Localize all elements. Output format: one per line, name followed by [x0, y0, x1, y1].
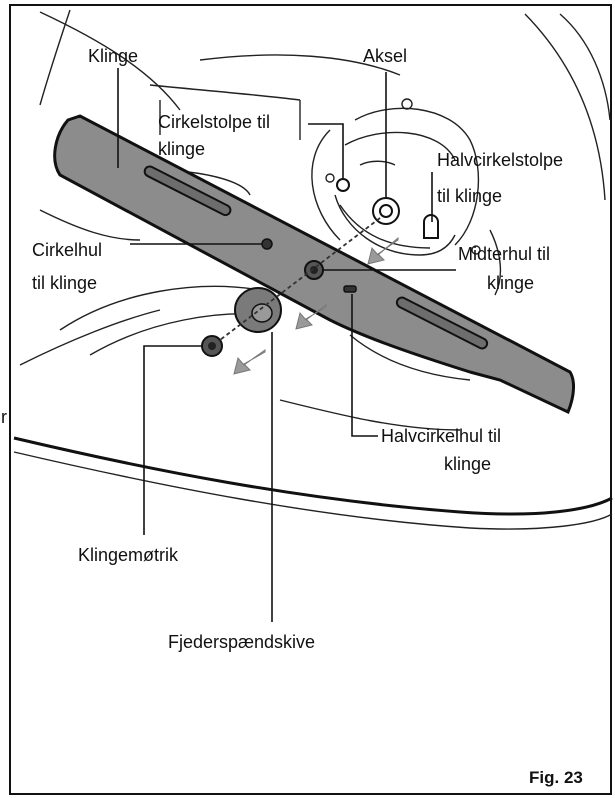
- label-klinge: Klinge: [88, 46, 138, 66]
- label-halvcirkelhul-1: Halvcirkelhul til: [381, 426, 501, 446]
- label-midterhul-1: Midterhul til: [458, 244, 550, 264]
- blade-half-circle-hole: [344, 286, 356, 292]
- label-cirkelhul-1: Cirkelhul: [32, 240, 102, 260]
- label-fjederspaendskive: Fjederspændskive: [168, 632, 315, 652]
- shaft-housing: [326, 99, 480, 255]
- label-cirkelstolpe-2: klinge: [158, 139, 205, 159]
- circle-post: [337, 179, 349, 191]
- label-halvcirkelstolpe-1: Halvcirkelstolpe: [437, 150, 563, 170]
- label-midterhul-2: klinge: [487, 273, 534, 293]
- spring-washer: [235, 288, 281, 332]
- half-circle-post: [424, 215, 438, 238]
- label-edge-fragment: r: [1, 407, 7, 427]
- label-halvcirkelhul-2: klinge: [444, 454, 491, 474]
- label-cirkelhul-2: til klinge: [32, 273, 97, 293]
- label-halvcirkelstolpe-2: til klinge: [437, 186, 502, 206]
- blade-circle-hole: [262, 239, 272, 249]
- blade-nut: [202, 336, 222, 356]
- figure-number: Fig. 23: [529, 768, 583, 787]
- label-cirkelstolpe-1: Cirkelstolpe til: [158, 112, 270, 132]
- label-klingemotrik: Klingemøtrik: [78, 545, 179, 565]
- label-aksel: Aksel: [363, 46, 407, 66]
